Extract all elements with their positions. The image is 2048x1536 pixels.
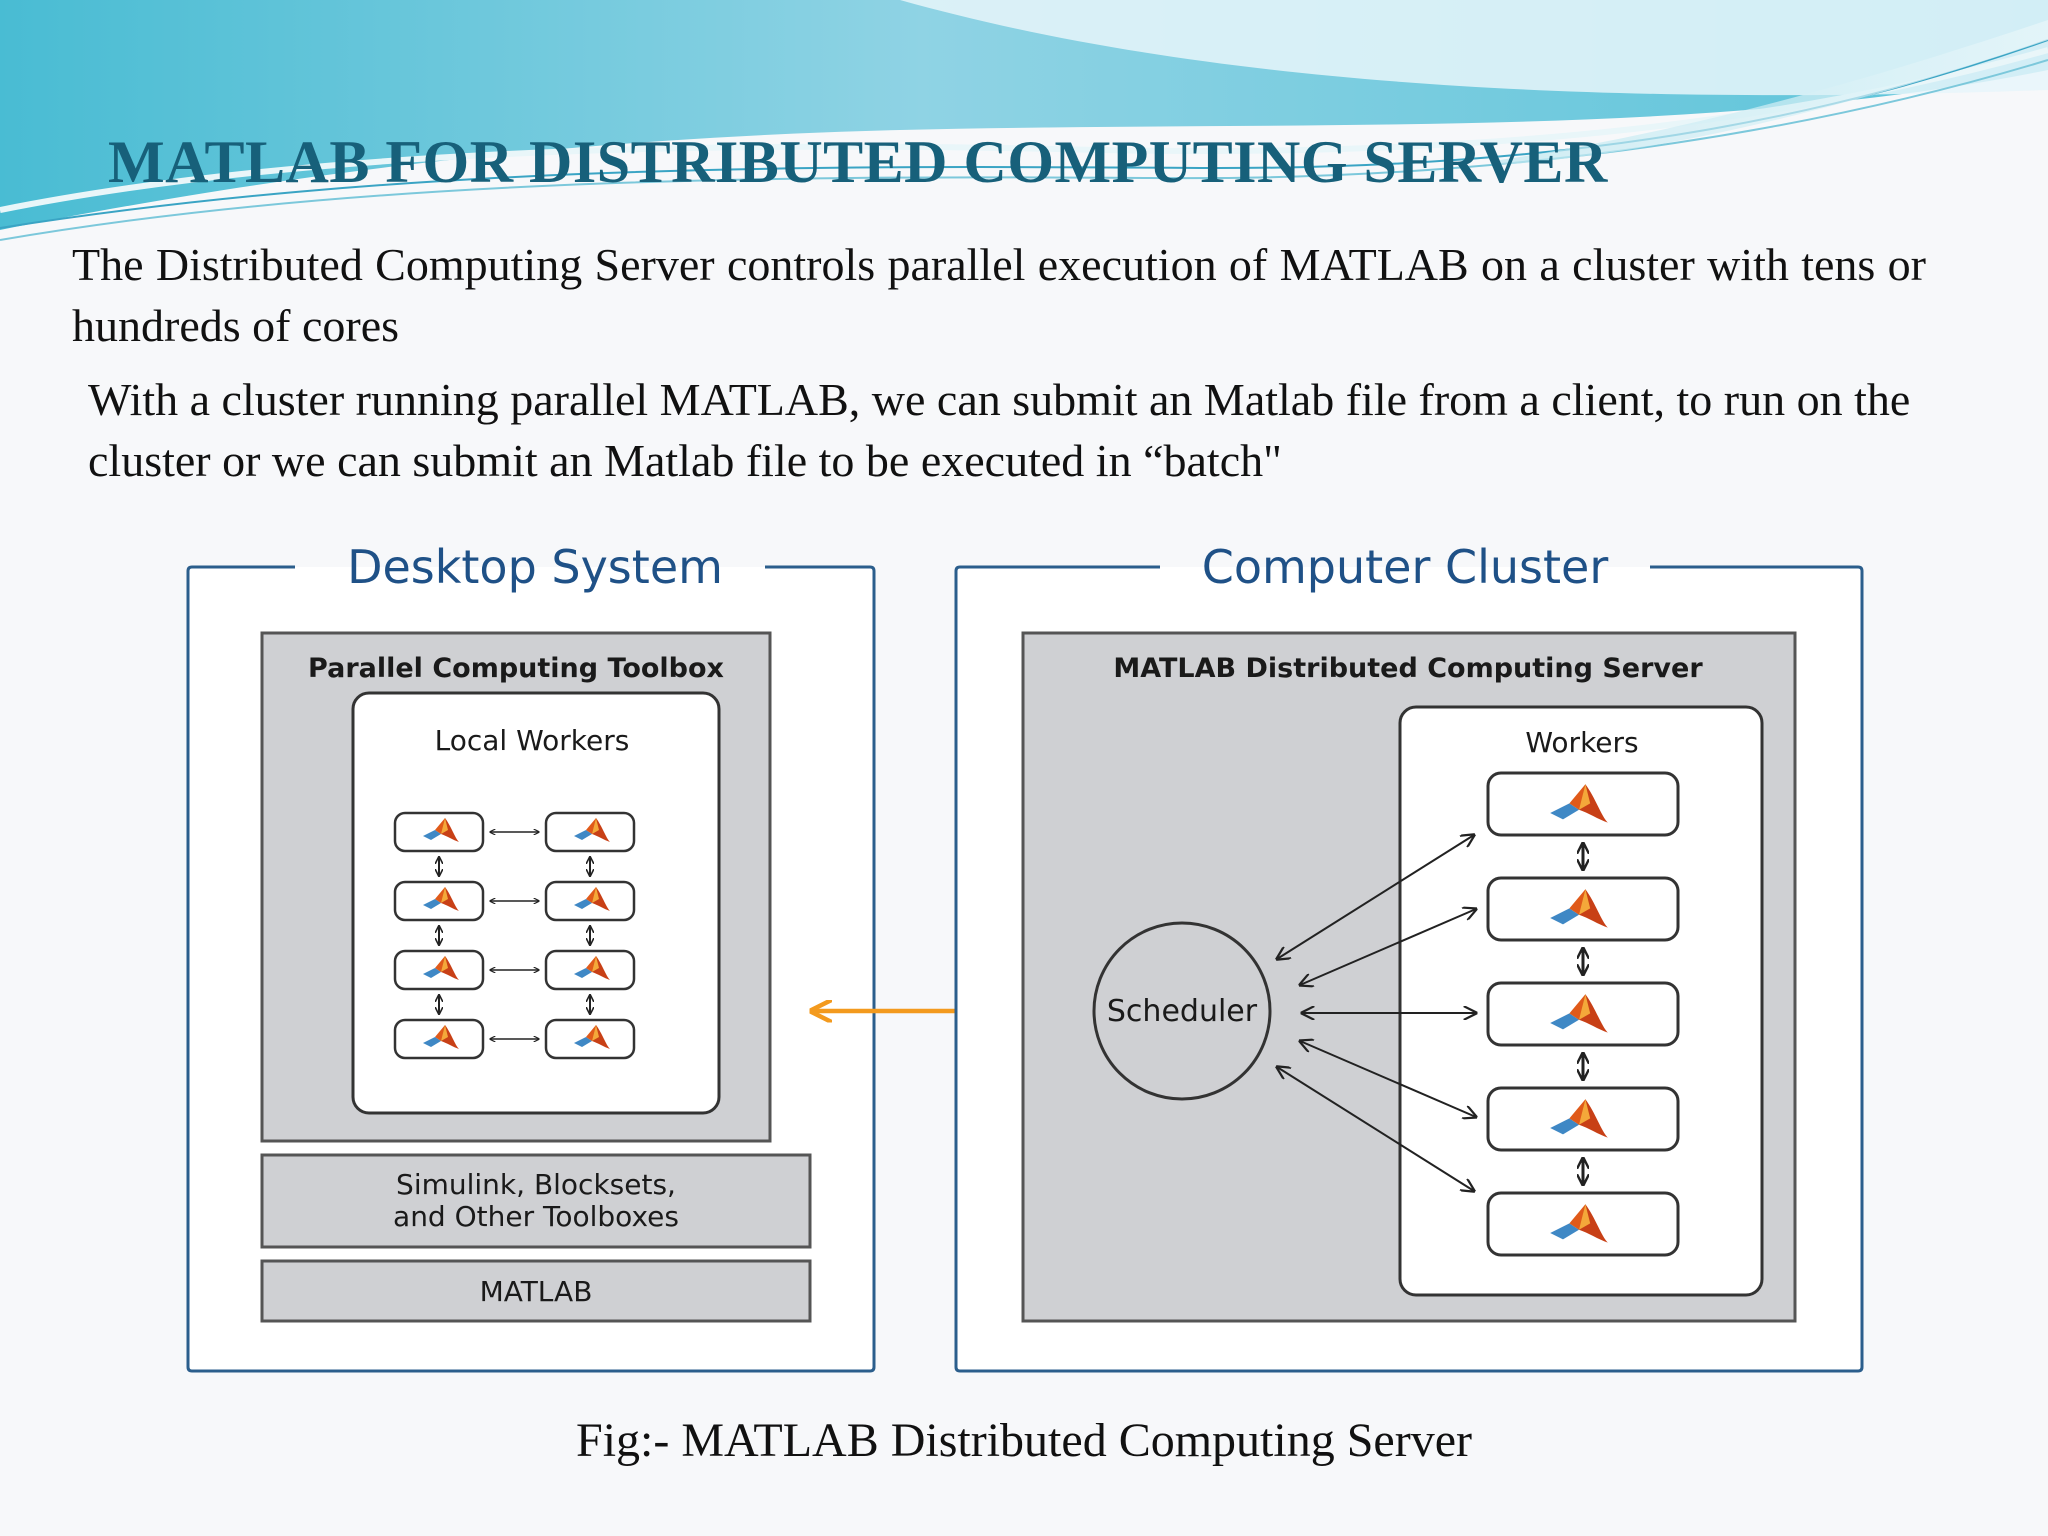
matlab-panel — [260, 1259, 812, 1323]
local-worker-2-1 — [393, 880, 485, 922]
matlab-label: MATLAB — [480, 1275, 593, 1308]
figure-caption: Fig:- MATLAB Distributed Computing Serve… — [576, 1414, 1472, 1467]
desktop-system-group: Desktop System Parallel Computing Toolbo… — [186, 540, 876, 1373]
slide-title: MATLAB FOR DISTRIBUTED COMPUTING SERVER — [108, 129, 1608, 195]
paragraph-usage: With a cluster running parallel MATLAB, … — [88, 374, 1911, 486]
distributed-computing-server-label: MATLAB Distributed Computing Server — [1113, 653, 1703, 684]
local-worker-3-2 — [544, 949, 636, 991]
local-worker-4-2 — [544, 1018, 636, 1060]
cluster-worker-3 — [1486, 981, 1680, 1047]
scheduler-label: Scheduler — [1107, 994, 1258, 1029]
local-worker-3-1 — [393, 949, 485, 991]
cluster-worker-1 — [1486, 771, 1680, 837]
cluster-worker-list — [1486, 771, 1680, 1257]
local-worker-4-1 — [393, 1018, 485, 1060]
local-vertical-arrows — [439, 857, 590, 1014]
local-workers-label: Local Workers — [435, 724, 630, 757]
computer-cluster-group: Computer Cluster MATLAB Distributed Comp… — [954, 540, 1864, 1373]
simulink-panel — [260, 1153, 812, 1249]
scheduler-node — [1092, 921, 1272, 1101]
cluster-worker-5 — [1486, 1191, 1680, 1257]
computer-cluster-title: Computer Cluster — [1202, 540, 1609, 594]
desktop-system-title: Desktop System — [347, 540, 723, 594]
simulink-label-line2: and Other Toolboxes — [393, 1200, 679, 1233]
local-horizontal-arrows — [490, 832, 539, 1039]
simulink-label-line1: Simulink, Blocksets, — [396, 1168, 676, 1201]
cluster-worker-2 — [1486, 876, 1680, 942]
workers-label: Workers — [1525, 726, 1638, 759]
paragraph-intro: The Distributed Computing Server control… — [72, 239, 1926, 351]
local-worker-grid — [393, 811, 636, 1060]
scheduler-worker-arrows — [1277, 835, 1476, 1191]
local-worker-1-1 — [393, 811, 485, 853]
parallel-computing-toolbox-label: Parallel Computing Toolbox — [308, 653, 724, 684]
local-worker-1-2 — [544, 811, 636, 853]
background-waves — [0, 0, 2048, 241]
distributed-computing-diagram: Desktop System Parallel Computing Toolbo… — [186, 540, 1864, 1373]
cluster-worker-4 — [1486, 1086, 1680, 1152]
local-worker-2-2 — [544, 880, 636, 922]
